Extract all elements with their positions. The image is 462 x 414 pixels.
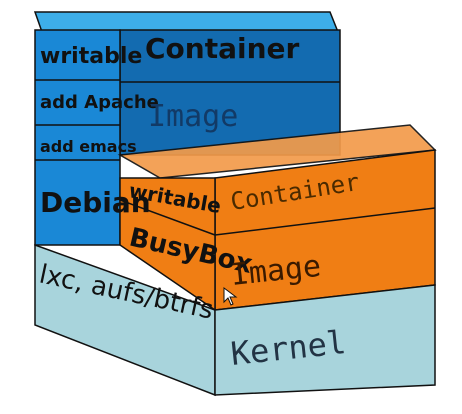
container-layer-top bbox=[33, 11, 340, 33]
add-emacs-label: add emacs bbox=[40, 137, 137, 156]
kernel-base bbox=[34, 243, 436, 397]
writable-label: writable bbox=[40, 44, 142, 69]
image-label-top: Image bbox=[148, 99, 238, 134]
mouse-cursor-icon bbox=[223, 287, 238, 306]
right-stack bbox=[117, 124, 437, 312]
left-stack bbox=[33, 11, 341, 246]
kernel-side bbox=[214, 284, 436, 396]
container-label: Container bbox=[145, 32, 300, 65]
add-apache-label: add Apache bbox=[40, 92, 159, 113]
debian-label: Debian bbox=[40, 186, 151, 219]
